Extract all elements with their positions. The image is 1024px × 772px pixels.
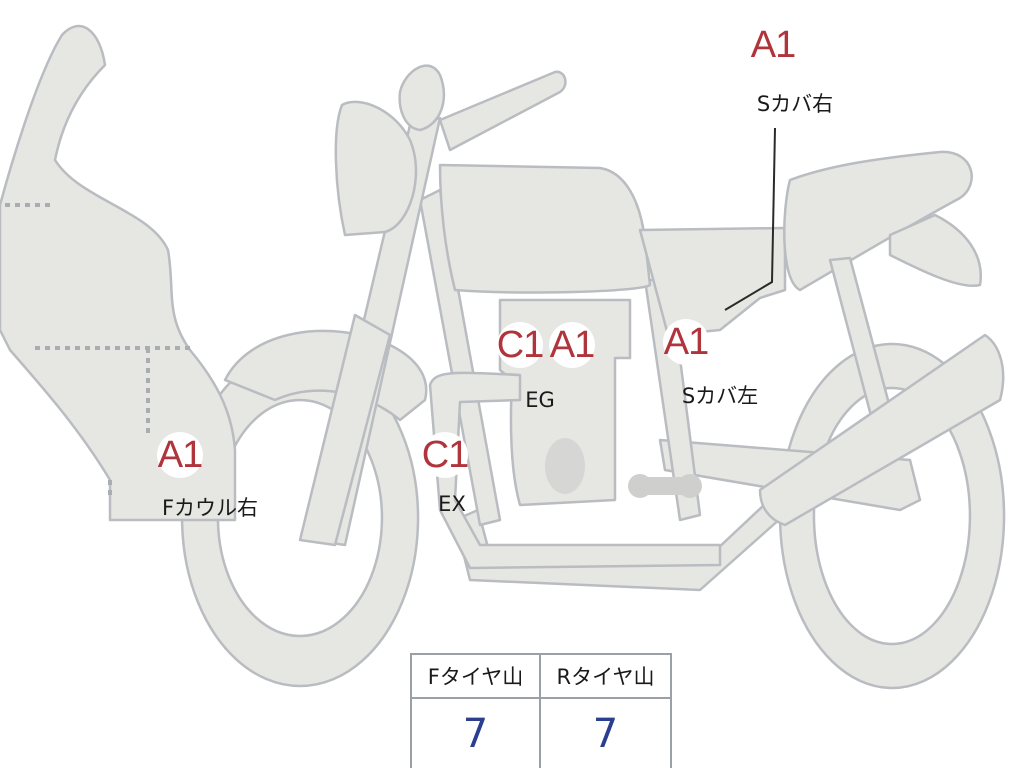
handlebar (438, 70, 567, 152)
fork-tube (298, 313, 392, 547)
exhaust-pipe (428, 371, 722, 570)
rear-wheel (778, 342, 1006, 690)
rear-tire-header: Rタイヤ山 (541, 655, 670, 699)
label-f-cowl-right: Fカウル右 (161, 496, 259, 520)
headlight (334, 100, 418, 237)
seat (783, 150, 973, 292)
leader-line (724, 127, 776, 311)
label-s-cover-left: Sカバ左 (681, 384, 759, 408)
grade-badge-engine-c: C1 (497, 322, 544, 368)
peg-knob-left (628, 474, 652, 498)
muffler (758, 333, 1005, 527)
mirror (398, 64, 446, 132)
label-exhaust: EX (438, 492, 466, 516)
peg-knob-right (678, 474, 702, 498)
front-cowl (0, 24, 237, 522)
grade-badge-s-cover-left: A1 (663, 319, 709, 365)
grade-badge-s-cover-right: A1 (750, 22, 796, 68)
grade-badge-engine-a: A1 (549, 322, 595, 368)
front-tire-header: Fタイヤ山 (412, 655, 541, 699)
front-tire-value: 7 (412, 699, 541, 768)
grade-badge-exhaust: C1 (422, 432, 469, 478)
lower-frame (453, 488, 792, 592)
engine-cover (545, 438, 585, 494)
rear-tire-value: 7 (592, 710, 619, 757)
label-engine: EG (525, 388, 555, 412)
fuel-tank (438, 163, 652, 294)
rear-fender (888, 213, 983, 288)
label-s-cover-right: Sカバ右 (756, 92, 834, 116)
grade-badge-f-cowl-right: A1 (157, 432, 203, 478)
tire-tread-table: Fタイヤ山 Rタイヤ山 7 7 (410, 653, 672, 768)
